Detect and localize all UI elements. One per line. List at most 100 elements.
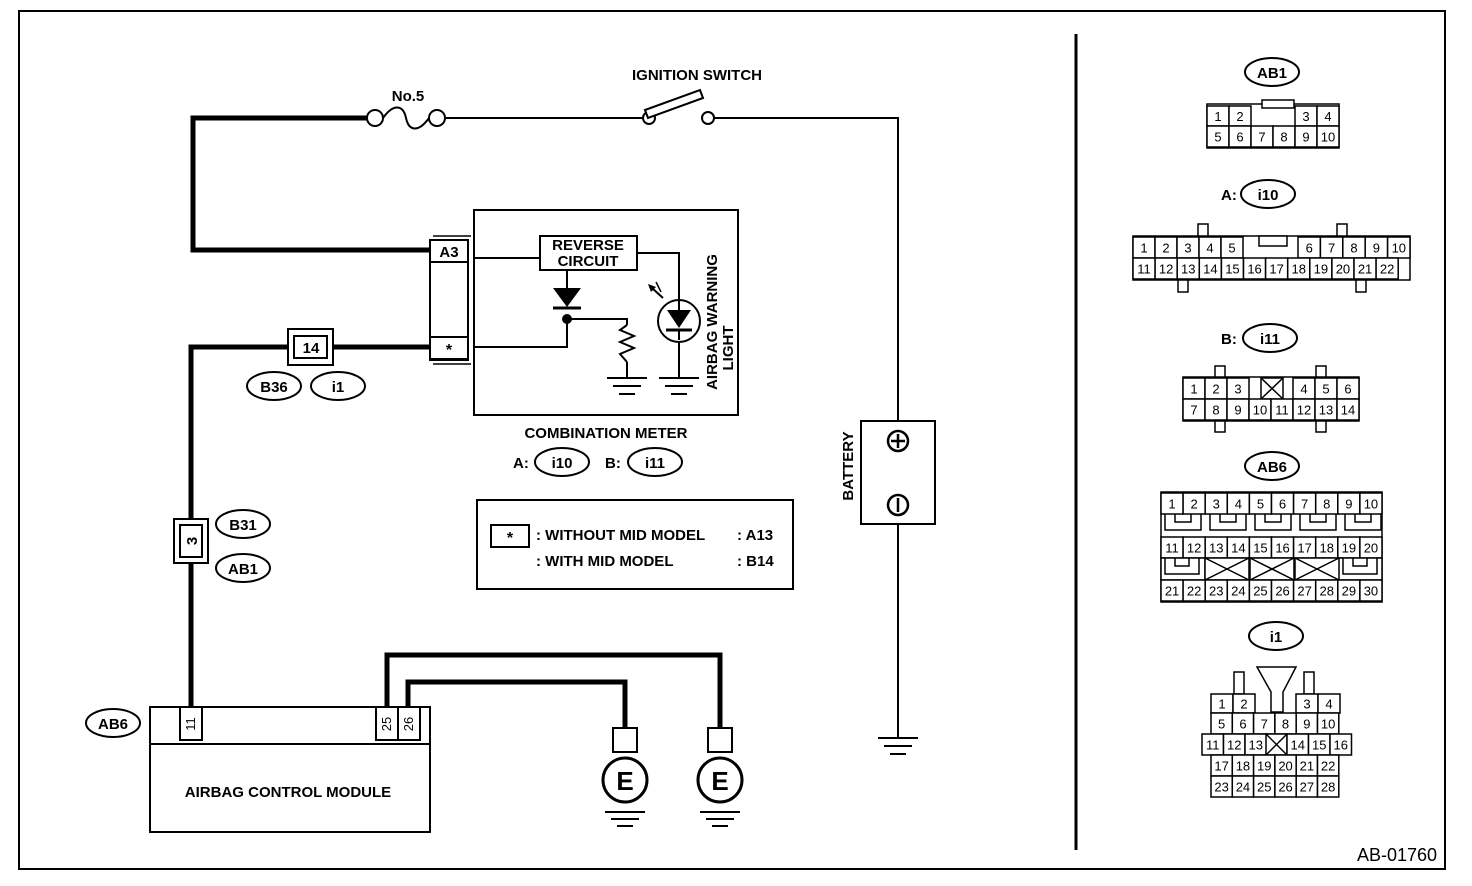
legend-star-box	[490, 524, 530, 548]
reverse-circuit-line2: CIRCUIT	[558, 253, 619, 270]
i1-pin-26-label: 26	[1278, 780, 1292, 795]
i1-pin-3-label: 3	[1303, 697, 1310, 712]
i10-pin-18-label: 18	[1292, 262, 1306, 277]
ab6-pin-11-label: 11	[1165, 541, 1179, 556]
legend-row2-text: : WITH MID MODEL	[536, 553, 673, 570]
i1-pin-15-label: 15	[1312, 738, 1326, 753]
i11-pin-12-label: 12	[1297, 403, 1311, 418]
ab6-pin-9-label: 9	[1345, 497, 1352, 512]
meter-ref-b-id: i11	[645, 455, 665, 472]
ab6-pin-6-label: 6	[1279, 497, 1286, 512]
ground-e-1-label: E	[616, 766, 633, 796]
i1-pin-22-label: 22	[1321, 759, 1335, 774]
ab1-pin-10-label: 10	[1321, 130, 1335, 145]
wire-pin26-ground	[405, 679, 628, 728]
joint-connector-14: 14 B36 i1	[246, 328, 366, 401]
i11-pin-8-label: 8	[1212, 403, 1219, 418]
module-pin-11-label: 11	[183, 717, 198, 731]
i10-pin-5-label: 5	[1228, 241, 1235, 256]
ab6-pin-16-label: 16	[1275, 541, 1289, 556]
ab1-pin-3-label: 3	[1302, 109, 1309, 124]
warning-light-icon	[648, 281, 701, 343]
meter-ref-b-tag	[627, 447, 683, 477]
wires	[188, 115, 899, 738]
joint-3-ref-ab1-label: AB1	[228, 561, 258, 578]
ab6-pin-28-label: 28	[1320, 584, 1334, 599]
i10-pin-8-label: 8	[1350, 241, 1357, 256]
i10-pin-15-label: 15	[1225, 262, 1239, 277]
i1-pin-12-label: 12	[1227, 738, 1241, 753]
ab1-pin-4-label: 4	[1324, 109, 1331, 124]
battery: BATTERY	[840, 420, 936, 525]
i11-pin-13-label: 13	[1319, 403, 1333, 418]
i10-pin-12-label: 12	[1159, 262, 1173, 277]
fuse-terminal-left	[366, 109, 384, 127]
meter-ref-a-id: i10	[552, 455, 573, 472]
module-ref-ab6-label: AB6	[98, 716, 128, 733]
ab6-pin-3-label: 3	[1213, 497, 1220, 512]
i10-pin-6-label: 6	[1306, 241, 1313, 256]
ab6-pin-13-label: 13	[1209, 541, 1223, 556]
i11-pin-11-label: 11	[1275, 403, 1289, 418]
joint-3-pin: 3	[184, 537, 201, 545]
meter-pin-star-label: *	[446, 342, 453, 359]
connector-i1-title: i1	[1270, 629, 1283, 646]
wire-pin25-ground	[384, 652, 723, 728]
ab1-pin-10-cell	[1316, 125, 1340, 148]
i1-pin-9-label: 9	[1303, 717, 1310, 732]
i1-pin-24-label: 24	[1236, 780, 1250, 795]
i10-pin-20-label: 20	[1336, 262, 1350, 277]
ab6-pin-4-label: 4	[1235, 497, 1242, 512]
wire-ignition-to-battery	[711, 117, 899, 421]
i1-pin-7-label: 7	[1261, 717, 1268, 732]
i1-pin-25-label: 25	[1257, 780, 1271, 795]
i10-pin-2-label: 2	[1162, 241, 1169, 256]
meter-ground-icon	[607, 377, 699, 395]
i1-pin-14-label: 14	[1291, 738, 1305, 753]
connector-i1-latch	[1255, 666, 1298, 713]
joint-14-pin: 14	[303, 340, 320, 357]
i1-pin-18-label: 18	[1236, 759, 1250, 774]
ab6-pin-24-label: 24	[1231, 584, 1245, 599]
ab6-pin-20-label: 20	[1364, 541, 1378, 556]
module-body	[149, 743, 431, 833]
connector-i1-tag	[1248, 621, 1304, 651]
i11-pin-7-label: 7	[1190, 403, 1197, 418]
i10-pin-19-label: 19	[1314, 262, 1328, 277]
ab1-pin-8-label: 8	[1280, 130, 1287, 145]
i1-pin-10-label: 10	[1321, 717, 1335, 732]
connector-i11-prefix: B:	[1221, 331, 1237, 348]
wire-fuse-to-meter	[190, 115, 430, 253]
i1-pin-20-label: 20	[1278, 759, 1292, 774]
i1-pin-17-label: 17	[1214, 759, 1228, 774]
i1-pin-2-label: 2	[1240, 697, 1247, 712]
ignition-label: IGNITION SWITCH	[632, 67, 762, 84]
legend-star: *	[507, 530, 514, 547]
i10-pin-9-label: 9	[1373, 241, 1380, 256]
joint-3-ref-b31	[215, 509, 271, 539]
ab6-pin-17-label: 17	[1297, 541, 1311, 556]
i10-pin-4-label: 4	[1206, 241, 1213, 256]
i10-pin-7-label: 7	[1328, 241, 1335, 256]
module-pin-26-label: 26	[401, 717, 416, 731]
ab6-pin-29-label: 29	[1342, 584, 1356, 599]
combination-meter: A3 * REVERSE CIRCUIT	[429, 209, 739, 416]
i11-pin-14-cell	[1336, 398, 1360, 421]
ab6-pin-8-label: 8	[1323, 497, 1330, 512]
ab6-pin-22-label: 22	[1187, 584, 1201, 599]
i10-pin-3-label: 3	[1184, 241, 1191, 256]
ab6-pin-12-label: 12	[1187, 541, 1201, 556]
meter-ref-a-prefix: A:	[513, 455, 529, 472]
ab6-pin-15-label: 15	[1253, 541, 1267, 556]
meter-title: COMBINATION METER	[524, 425, 687, 442]
ground-e-1: E	[601, 727, 649, 827]
connector-i11-title: i11	[1260, 331, 1280, 348]
ground-e-2: E	[696, 727, 744, 827]
warning-light-label-1: AIRBAG WARNING	[704, 254, 721, 390]
ab1-pin-5-label: 5	[1214, 130, 1221, 145]
ab6-pin-21-label: 21	[1165, 584, 1179, 599]
